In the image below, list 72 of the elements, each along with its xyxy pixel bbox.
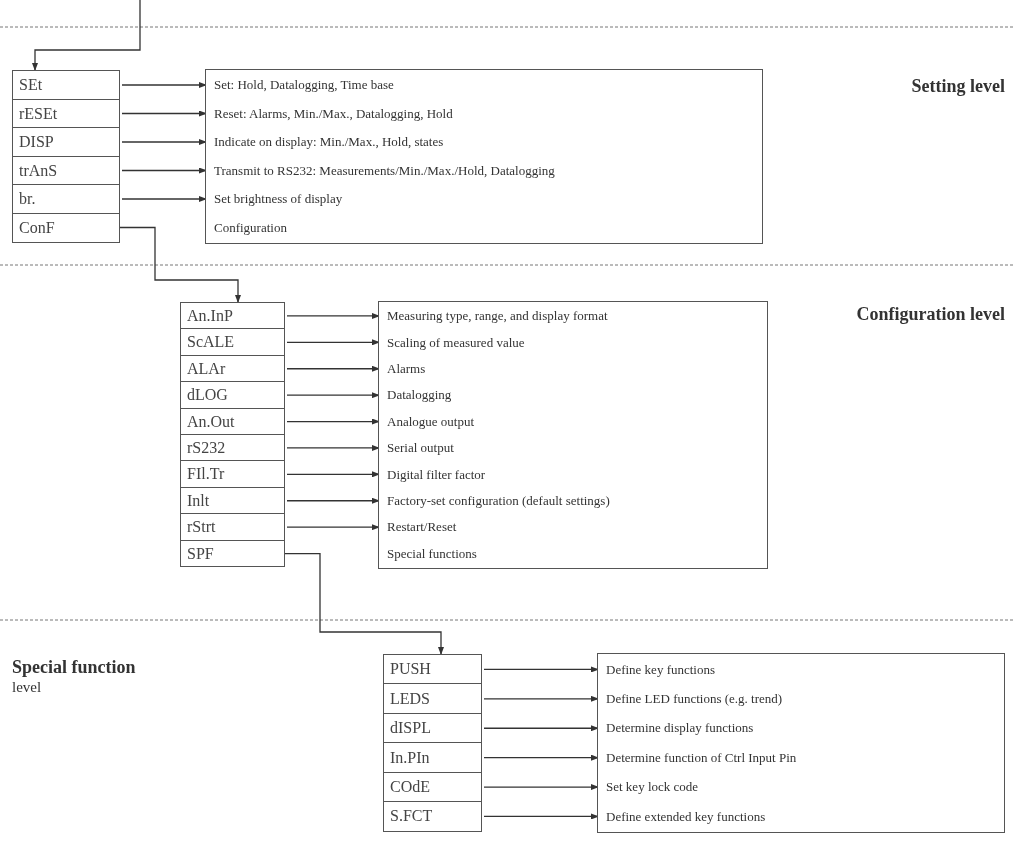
arrow [286, 392, 380, 399]
arrow [483, 784, 599, 791]
parameter-code-box: SPF [180, 539, 285, 568]
description-text: Determine display functions [598, 713, 1004, 744]
parameter-code-box: rS232 [180, 434, 285, 462]
description-text: Reset: Alarms, Min./Max., Datalogging, Hold [206, 99, 762, 128]
description-text: Measuring type, range, and display format [379, 303, 767, 330]
description-text: Define LED functions (e.g. trend) [598, 684, 1004, 714]
arrow [286, 471, 380, 478]
parameter-code-box: rESEt [12, 98, 120, 129]
parameter-code-box: br. [12, 184, 120, 214]
description-text: Serial output [379, 435, 767, 462]
arrow [286, 524, 380, 531]
parameter-code-box: ScALE [180, 328, 285, 357]
description-text: Transmit to RS232: Measurements/Min./Max./Hold, Datalogging [206, 156, 762, 185]
level-label: Setting level [910, 75, 1005, 98]
parameter-code-box: dLOG [180, 381, 285, 410]
level-label: Special function [12, 656, 137, 679]
parameter-code-box: An.InP [180, 302, 285, 330]
description-text: Determine function of Ctrl Input Pin [598, 743, 1004, 773]
parameter-code-box: DISP [12, 127, 120, 157]
arrow [483, 725, 599, 732]
level-label: level [12, 678, 43, 697]
description-box [378, 301, 768, 569]
parameter-code-box: SEt [12, 70, 120, 100]
arrow [286, 418, 380, 425]
description-text: Set: Hold, Datalogging, Time base [206, 71, 762, 100]
parameter-code-box: S.FCT [383, 801, 482, 832]
arrow [483, 666, 599, 673]
arrow [32, 0, 141, 71]
arrow [121, 82, 207, 88]
level-label: Configuration level [855, 303, 1005, 326]
parameter-code-box: In.PIn [383, 742, 482, 774]
parameter-code-box: ALAr [180, 354, 285, 383]
arrow [121, 139, 207, 145]
arrow [121, 110, 207, 117]
description-text: Digital filter factor [379, 461, 767, 488]
arrow [286, 312, 380, 319]
parameter-code-box: rStrt [180, 513, 285, 542]
description-text: Factory-set configuration (default settings) [379, 487, 767, 515]
description-text: Alarms [379, 355, 767, 383]
description-text: Indicate on display: Min./Max., Hold, states [206, 128, 762, 157]
parameter-code-box: FIl.Tr [180, 460, 285, 489]
arrow [286, 339, 380, 346]
description-box [597, 653, 1005, 833]
arrow [284, 552, 444, 655]
arrow [121, 196, 207, 202]
parameter-code-box: PUSH [383, 654, 482, 685]
description-text: Restart/Reset [379, 514, 767, 541]
arrow [121, 167, 207, 174]
parameter-code-box: An.Out [180, 407, 285, 436]
description-text: Analogue output [379, 408, 767, 435]
description-box [205, 69, 763, 244]
description-text: Define extended key functions [598, 802, 1004, 832]
description-text: Define key functions [598, 655, 1004, 685]
arrow [483, 754, 599, 761]
arrow [286, 497, 380, 504]
description-text: Scaling of measured value [379, 329, 767, 356]
parameter-code-box: ConF [12, 212, 120, 243]
arrow [286, 365, 380, 372]
parameter-code-box: Inlt [180, 486, 285, 515]
arrow [119, 226, 241, 303]
parameter-code-box: LEDS [383, 683, 482, 715]
description-text: Configuration [206, 213, 762, 242]
description-text: Special functions [379, 540, 767, 567]
arrow [483, 695, 599, 702]
description-text: Datalogging [379, 382, 767, 409]
arrow [483, 813, 599, 820]
parameter-code-box: trAnS [12, 155, 120, 186]
description-text: Set brightness of display [206, 185, 762, 214]
description-text: Set key lock code [598, 772, 1004, 802]
arrow [286, 444, 380, 451]
